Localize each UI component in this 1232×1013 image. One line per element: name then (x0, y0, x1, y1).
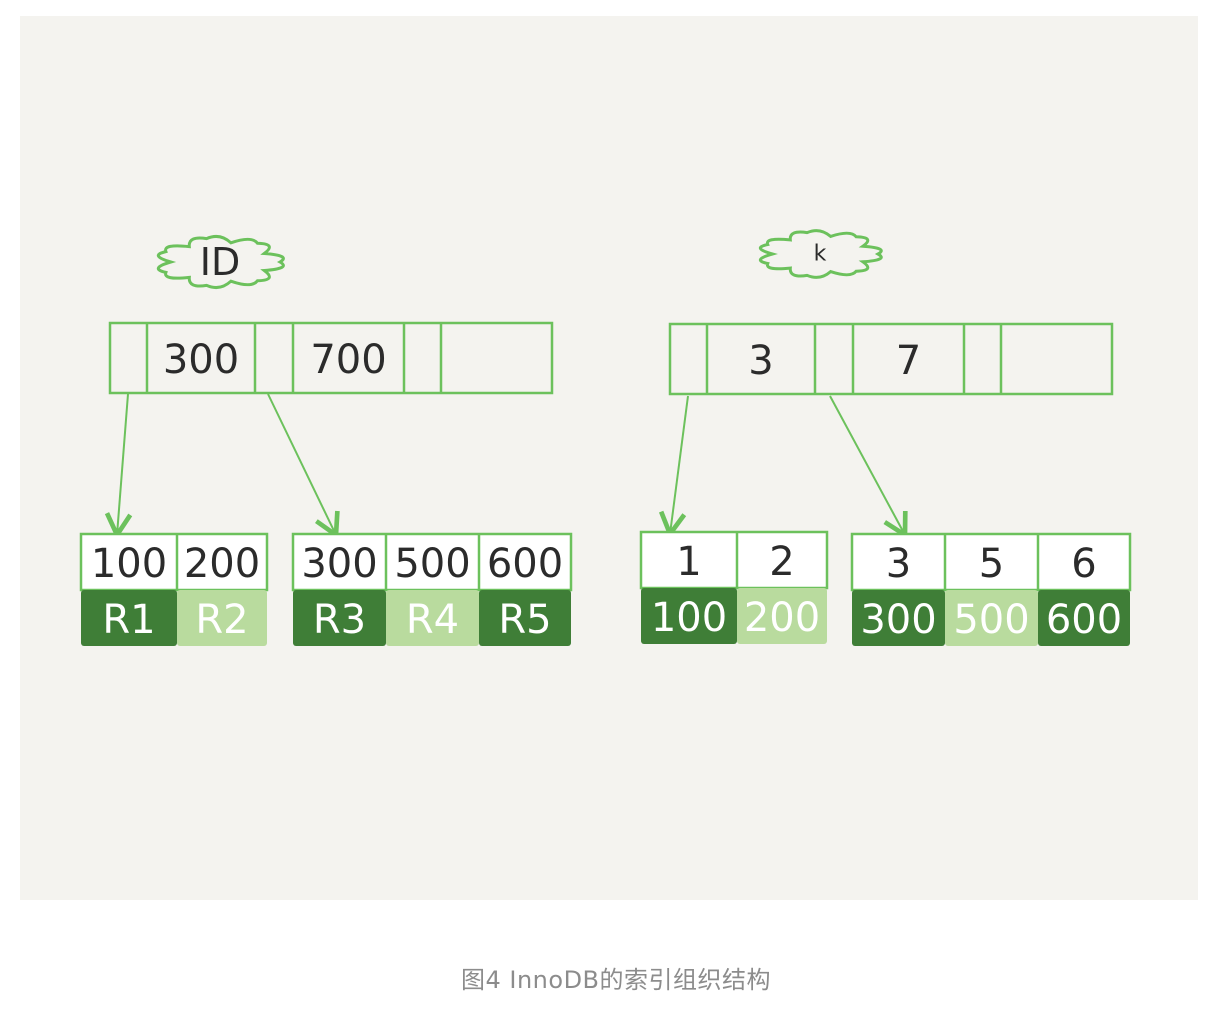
pointer-arrow (670, 395, 689, 534)
root-key: 700 (310, 337, 386, 383)
leaf-value: R5 (498, 597, 551, 643)
leaf-page: 3 300 5 500 6 600 (850, 532, 1132, 646)
tree-name-label: k (814, 242, 827, 267)
leaf-key: 2 (769, 539, 794, 585)
leaf-value-cell (177, 590, 267, 646)
leaf-value-cell (737, 588, 827, 644)
leaf-value-cell (945, 590, 1038, 646)
leaf-value-cell (479, 590, 571, 646)
root-node-outline (108, 321, 554, 395)
leaf-value: R3 (313, 597, 366, 643)
figure-caption: 图4 InnoDB的索引组织结构 (460, 966, 772, 994)
leaf-key-row (639, 530, 829, 590)
leaf-key: 600 (487, 541, 563, 587)
tree-name-label: ID (200, 240, 240, 284)
pointer-arrow (829, 395, 905, 535)
root-key: 300 (163, 337, 239, 383)
leaf-key: 100 (91, 541, 167, 587)
leaf-value-cell (386, 590, 479, 646)
tree-name-cloud (759, 229, 883, 279)
leaf-key: 300 (301, 541, 377, 587)
leaf-value: 500 (953, 597, 1029, 643)
leaf-key: 500 (394, 541, 470, 587)
leaf-value-cell (641, 588, 737, 644)
leaf-value: R1 (102, 597, 155, 643)
leaf-key: 200 (184, 541, 260, 587)
leaf-key: 6 (1071, 541, 1096, 587)
leaf-page: 1 100 2 200 (639, 530, 829, 644)
pointer-arrow (117, 393, 128, 535)
leaf-value: 300 (860, 597, 936, 643)
leaf-value: R2 (195, 597, 248, 643)
leaf-value: 200 (744, 595, 820, 641)
leaf-value-cell (81, 590, 177, 646)
leaf-key: 5 (979, 541, 1004, 587)
leaf-value-cell (852, 590, 945, 646)
tree-name-cloud (156, 234, 285, 290)
leaf-key: 3 (886, 541, 911, 587)
pointer-arrow (267, 393, 336, 535)
root-node: 300 700 (108, 321, 554, 395)
leaf-key-row (850, 532, 1132, 592)
leaf-key-row (79, 532, 269, 592)
root-key: 7 (896, 338, 921, 384)
leaf-value: R4 (406, 597, 459, 643)
root-node-outline (668, 322, 1114, 396)
root-key: 3 (748, 338, 773, 384)
leaf-value: 100 (651, 595, 727, 641)
leaf-value: 600 (1046, 597, 1122, 643)
leaf-key: 1 (676, 539, 701, 585)
leaf-value-cell (1038, 590, 1130, 646)
leaf-value-cell (293, 590, 386, 646)
